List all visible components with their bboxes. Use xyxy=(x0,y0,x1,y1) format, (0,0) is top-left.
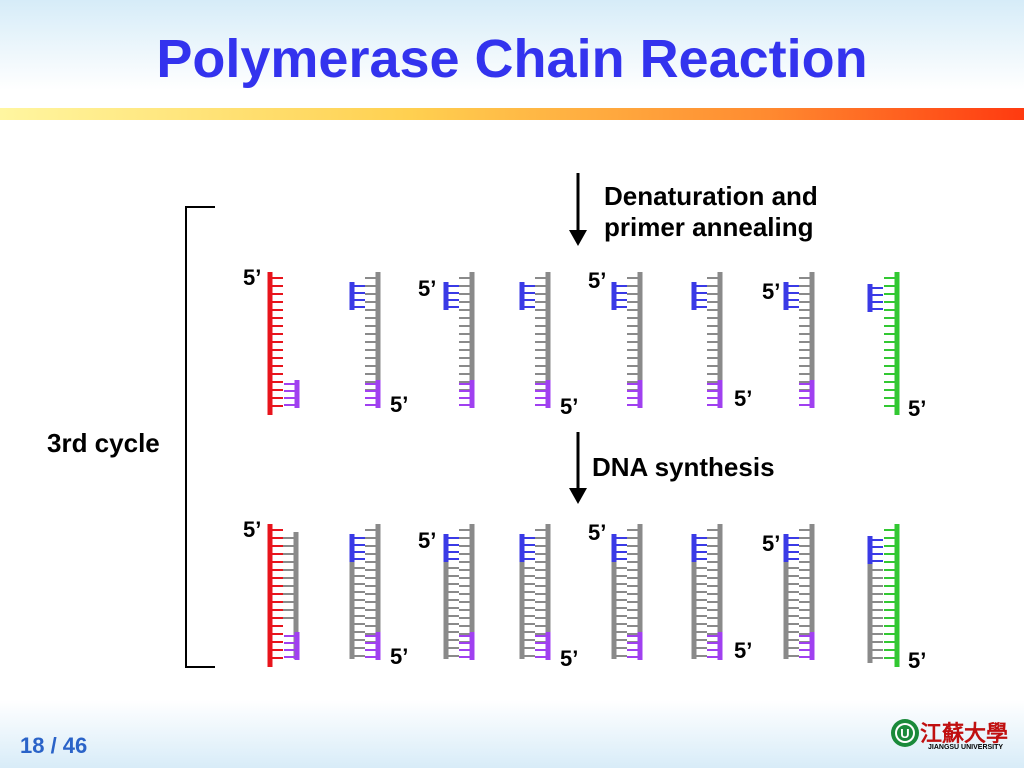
purple-primer-3 xyxy=(535,380,551,408)
red-new-strand xyxy=(283,532,299,659)
strand-set-after-synthesis: 5’ 5’ 5’ 5’ 5’ 5’ 5’ 5’ xyxy=(243,517,926,673)
blue-primer-4 xyxy=(611,282,627,310)
green-new-strand xyxy=(867,564,883,663)
down-arrow-annealing xyxy=(569,173,587,246)
university-name-en: JIANGSU UNIVERSITY xyxy=(928,744,1004,751)
bottom-5prime-label-4: 5’ xyxy=(908,396,926,421)
purple-primer-4 xyxy=(627,632,643,660)
bottom-5prime-label-4: 5’ xyxy=(908,648,926,673)
gray-new-strand-2 xyxy=(443,562,459,659)
university-name-cn: 江蘇大學 xyxy=(920,721,1009,747)
top-5prime-label-3: 5’ xyxy=(762,279,780,304)
purple-primer-5 xyxy=(707,380,723,408)
blue-primer-2 xyxy=(443,282,459,310)
bottom-5prime-label-1: 5’ xyxy=(390,644,408,669)
blue-primer-2 xyxy=(443,534,459,562)
red-template-strand xyxy=(267,272,283,415)
blue-primer-3 xyxy=(519,534,535,562)
synthesis-label: DNA synthesis xyxy=(592,452,775,482)
gray-strand-6 xyxy=(799,524,815,659)
gray-new-strand-6 xyxy=(783,562,799,659)
title-underline-bar xyxy=(0,108,1024,120)
purple-primer-6 xyxy=(799,632,815,660)
blue-primer-1 xyxy=(349,534,365,562)
purple-primer-6 xyxy=(799,380,815,408)
red-purple-primer xyxy=(284,380,300,408)
blue-primer-5 xyxy=(691,534,707,562)
purple-primer-2 xyxy=(459,380,475,408)
blue-primer-4 xyxy=(611,534,627,562)
gray-new-strand-3 xyxy=(519,562,535,659)
purple-primer-1 xyxy=(365,380,381,408)
blue-primer-3 xyxy=(519,282,535,310)
red-5prime-label: 5’ xyxy=(243,265,261,290)
purple-primer-3 xyxy=(535,632,551,660)
green-template-strand xyxy=(884,272,900,415)
purple-primer-4 xyxy=(627,380,643,408)
blue-primer-6 xyxy=(783,282,799,310)
top-5prime-label-1: 5’ xyxy=(418,528,436,553)
green-template-strand xyxy=(884,524,900,667)
slide-title: Polymerase Chain Reaction xyxy=(156,29,868,89)
top-5prime-label-2: 5’ xyxy=(588,520,606,545)
purple-primer-5 xyxy=(707,632,723,660)
bottom-5prime-label-2: 5’ xyxy=(560,394,578,419)
university-emblem-icon: U xyxy=(891,719,919,747)
bottom-5prime-label-1: 5’ xyxy=(390,392,408,417)
gray-new-strand-1 xyxy=(349,562,365,659)
cycle-bracket xyxy=(185,206,215,668)
red-5prime-label: 5’ xyxy=(243,517,261,542)
top-5prime-label-3: 5’ xyxy=(762,531,780,556)
annealing-label-line2: primer annealing xyxy=(604,212,814,242)
university-logo: U 江蘇大學 JIANGSU UNIVERSITY xyxy=(890,716,1014,756)
bottom-5prime-label-3: 5’ xyxy=(734,638,752,663)
purple-primer-2 xyxy=(459,632,475,660)
gray-new-strand-4 xyxy=(611,562,627,659)
strand-set-after-annealing: 5’ 5’ 5’ 5’ 5’ 5’ 5’ 5’ xyxy=(243,265,926,421)
green-blue-primer xyxy=(867,284,883,312)
red-purple-primer xyxy=(284,632,300,660)
down-arrow-synthesis xyxy=(569,432,587,504)
purple-primer-1 xyxy=(365,632,381,660)
bottom-5prime-label-3: 5’ xyxy=(734,386,752,411)
blue-primer-1 xyxy=(349,282,365,310)
gray-new-strand-5 xyxy=(691,562,707,659)
green-blue-primer xyxy=(867,536,883,564)
top-5prime-label-2: 5’ xyxy=(588,268,606,293)
top-5prime-label-1: 5’ xyxy=(418,276,436,301)
red-template-strand xyxy=(267,524,283,667)
bottom-5prime-label-2: 5’ xyxy=(560,646,578,671)
svg-text:U: U xyxy=(900,726,909,741)
cycle-label: 3rd cycle xyxy=(47,428,160,458)
annealing-label-line1: Denaturation and xyxy=(604,181,818,211)
blue-primer-5 xyxy=(691,282,707,310)
blue-primer-6 xyxy=(783,534,799,562)
page-number: 18 / 46 xyxy=(20,733,88,758)
